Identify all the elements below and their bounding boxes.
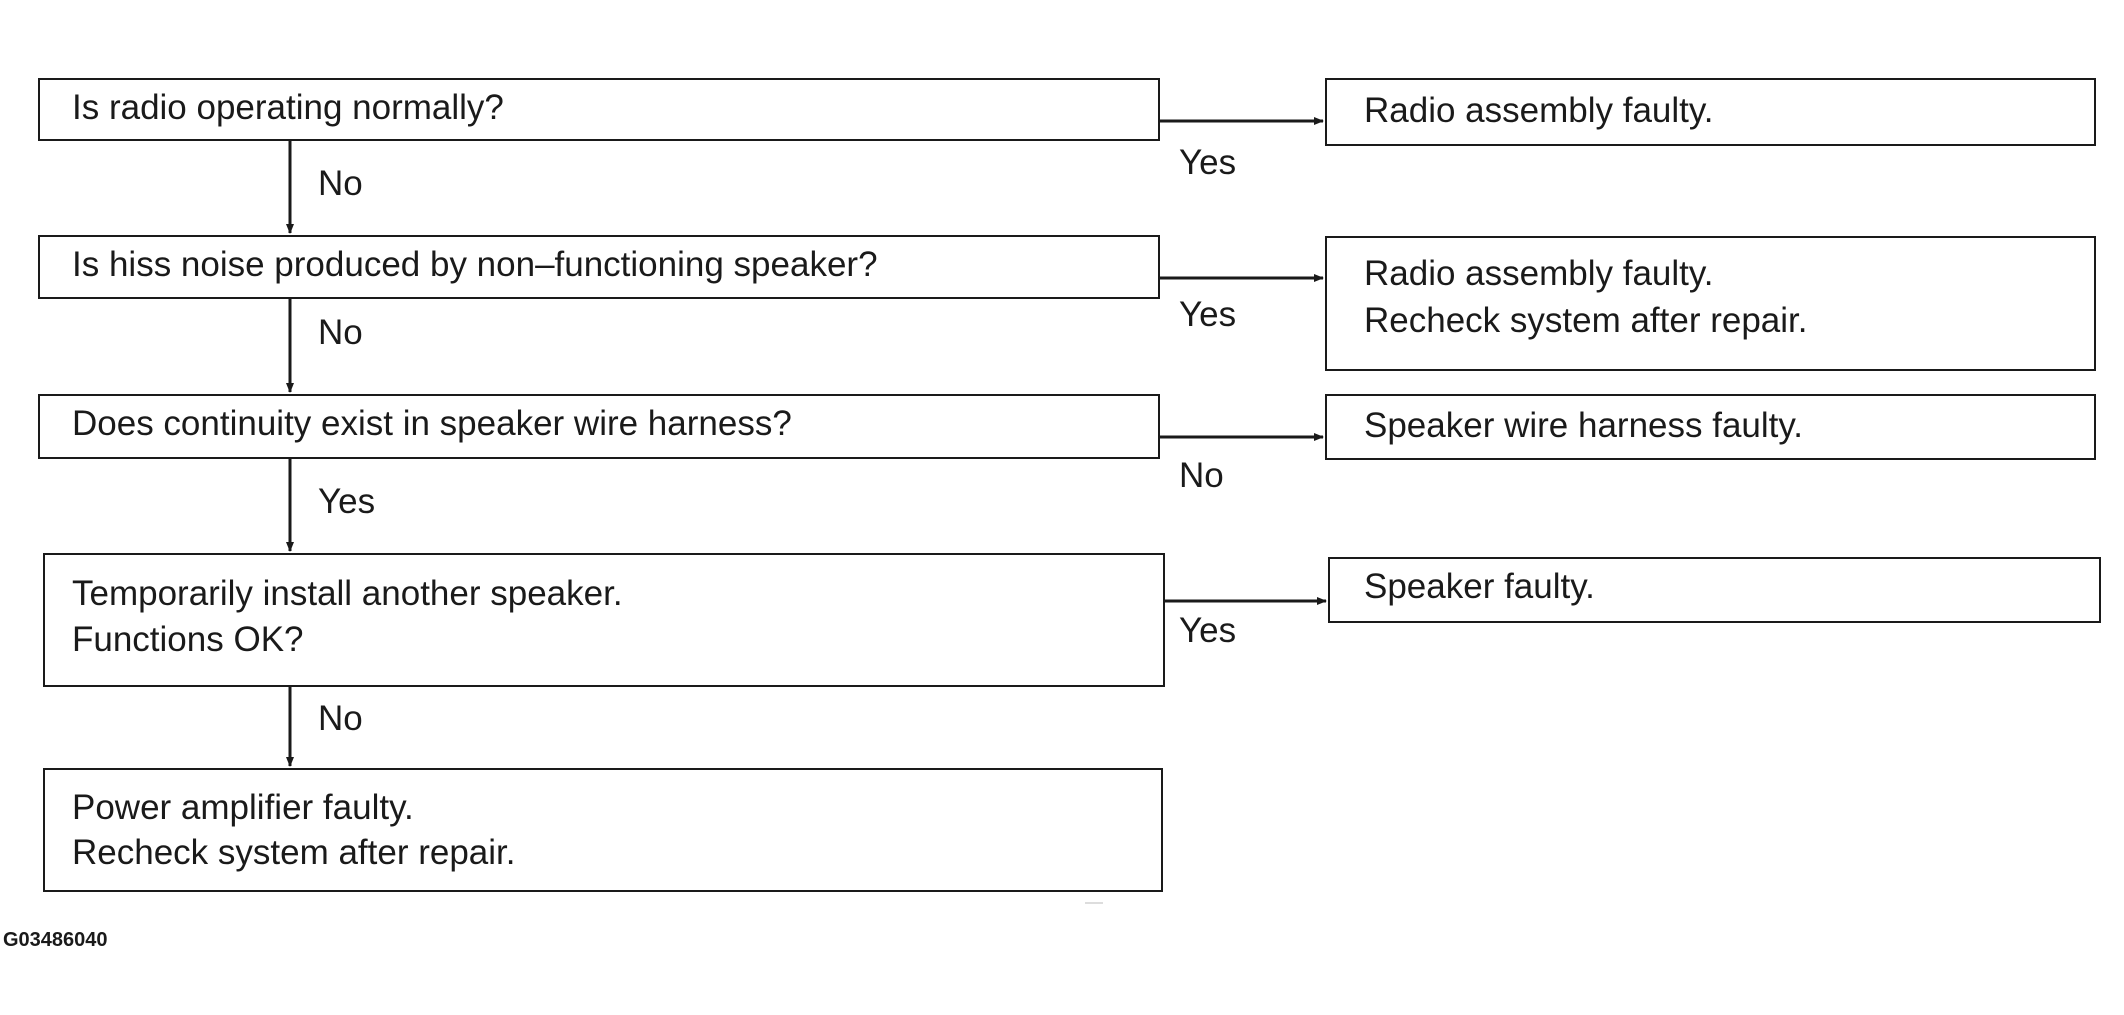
branch-label-side-3: No [1179, 456, 1224, 495]
branch-label-side-1: Yes [1179, 143, 1237, 182]
branch-label-down-2: No [318, 313, 363, 352]
outcome-box-harness-faulty: Speaker wire harness faulty. [1325, 394, 2096, 460]
figure-id: G03486040 [3, 929, 108, 951]
outcome-text: Speaker faulty. [1364, 567, 1595, 606]
question-text: Does continuity exist in speaker wire ha… [72, 404, 792, 443]
result-text-line-1: Power amplifier faulty. [72, 788, 414, 827]
question-box-continuity: Does continuity exist in speaker wire ha… [38, 394, 1160, 459]
branch-label-down-3: Yes [318, 482, 376, 521]
question-box-temporary-speaker: Temporarily install another speaker. Fun… [43, 553, 1165, 687]
outcome-box-speaker-faulty: Speaker faulty. [1328, 557, 2101, 623]
outcome-box-radio-faulty-recheck: Radio assembly faulty. Recheck system af… [1325, 236, 2096, 371]
result-box-power-amplifier: Power amplifier faulty. Recheck system a… [43, 768, 1163, 892]
question-box-radio-operating: Is radio operating normally? [38, 78, 1160, 141]
outcome-box-radio-faulty: Radio assembly faulty. [1325, 78, 2096, 146]
branch-label-down-1: No [318, 164, 363, 203]
question-text: Is hiss noise produced by non–functionin… [72, 245, 878, 284]
branch-label-side-2: Yes [1179, 295, 1237, 334]
outcome-text: Radio assembly faulty. [1364, 91, 1714, 130]
outcome-text: Speaker wire harness faulty. [1364, 406, 1804, 445]
branch-label-side-4: Yes [1179, 611, 1237, 650]
question-text-line-1: Temporarily install another speaker. [72, 574, 623, 613]
question-text-line-2: Functions OK? [72, 620, 304, 659]
branch-label-down-4: No [318, 699, 363, 738]
outcome-text-line-1: Radio assembly faulty. [1364, 254, 1714, 293]
result-text-line-2: Recheck system after repair. [72, 833, 516, 872]
outcome-text-line-2: Recheck system after repair. [1364, 301, 1808, 340]
question-text: Is radio operating normally? [72, 88, 504, 127]
question-box-hiss-noise: Is hiss noise produced by non–functionin… [38, 235, 1160, 299]
